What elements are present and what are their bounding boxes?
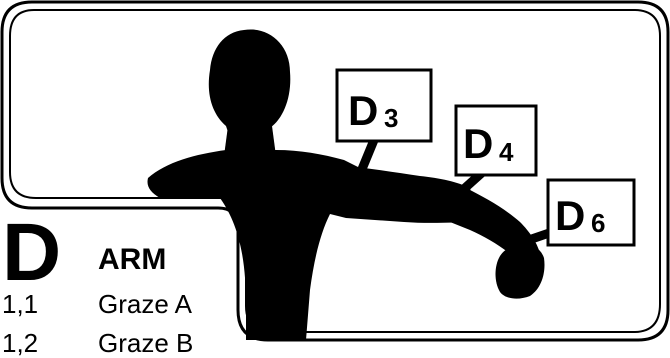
label-box-d6: D 6: [548, 180, 634, 245]
label-box-d3: D 3: [337, 70, 431, 141]
row-description: Graze B: [98, 329, 193, 357]
section-title: ARM: [98, 244, 166, 276]
label-d6-letter: D: [555, 192, 585, 239]
row-code: 1,2: [2, 329, 82, 357]
label-d6-sub: 6: [591, 208, 605, 238]
label-d4-sub: 4: [499, 137, 514, 167]
row-description: Graze A: [98, 290, 192, 318]
section-letter: D: [2, 212, 59, 294]
label-d3-sub: 3: [384, 103, 398, 133]
hit-location-card: D 3 D 4 D 6 D ARM 1,1 Graze A 1,2 Graze …: [0, 0, 670, 345]
row-code: 1,1: [2, 290, 82, 318]
label-d4-letter: D: [463, 120, 493, 167]
label-box-d4: D 4: [456, 106, 536, 175]
label-d3-letter: D: [348, 87, 378, 134]
